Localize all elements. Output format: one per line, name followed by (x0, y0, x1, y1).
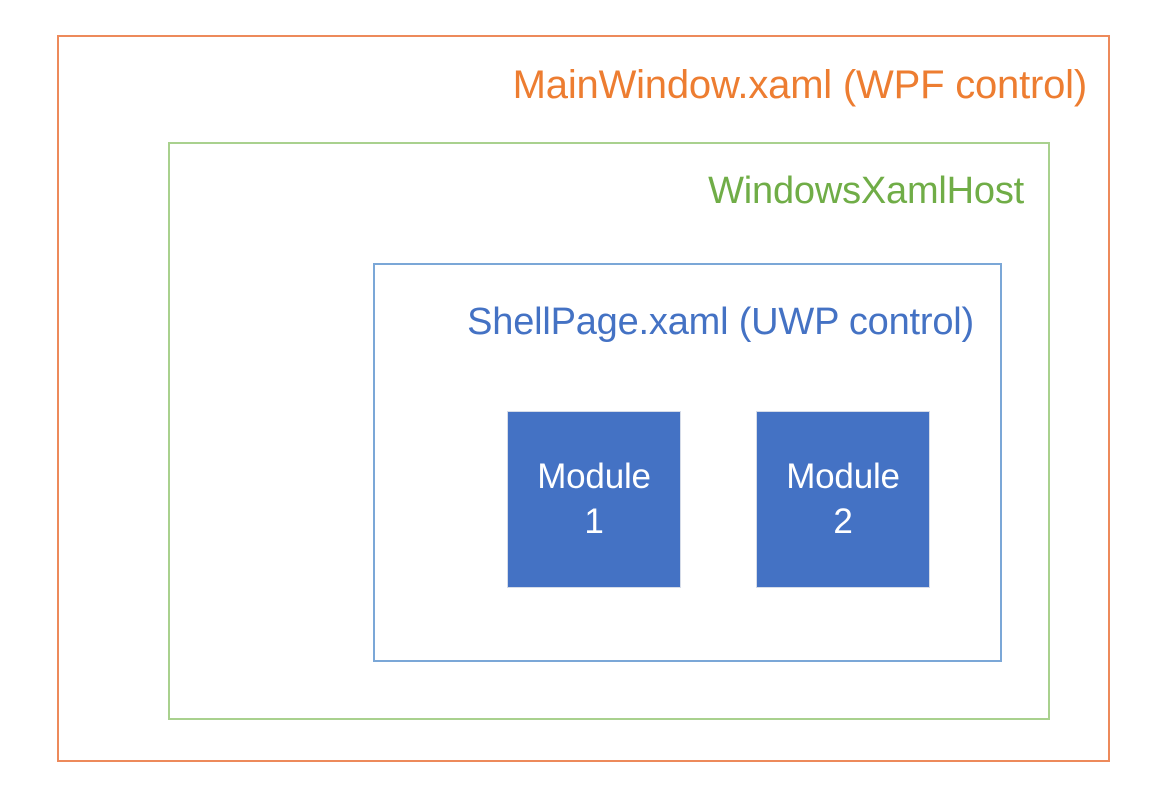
shellpage-uwp-label: ShellPage.xaml (UWP control) (467, 301, 974, 343)
windowsxamlhost-label: WindowsXamlHost (708, 170, 1024, 212)
mainwindow-wpf-container: MainWindow.xaml (WPF control) WindowsXam… (57, 35, 1110, 762)
module-1-line2: 1 (584, 501, 604, 541)
module-2-line2: 2 (833, 501, 853, 541)
mainwindow-wpf-label: MainWindow.xaml (WPF control) (512, 63, 1088, 107)
module-1-line1: Module (537, 456, 651, 496)
module-1-box: Module 1 (507, 411, 681, 588)
windowsxamlhost-container: WindowsXamlHost ShellPage.xaml (UWP cont… (168, 142, 1050, 720)
shellpage-uwp-container: ShellPage.xaml (UWP control) Module 1 Mod… (373, 263, 1002, 662)
module-1-label: Module 1 (508, 455, 680, 545)
module-2-label: Module 2 (757, 455, 929, 545)
module-2-line1: Module (786, 456, 900, 496)
module-2-box: Module 2 (756, 411, 930, 588)
